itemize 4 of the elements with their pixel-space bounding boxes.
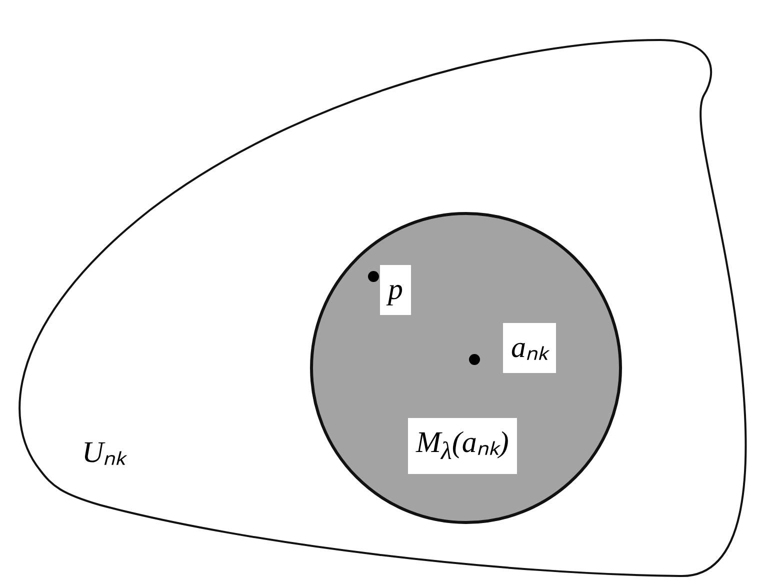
point-label: aₙₖ (503, 323, 556, 373)
region-label: Uₙₖ (82, 438, 126, 468)
disk-label: M$_{λ}$(aₙₖ) (408, 418, 517, 474)
point-label: p (380, 265, 411, 315)
